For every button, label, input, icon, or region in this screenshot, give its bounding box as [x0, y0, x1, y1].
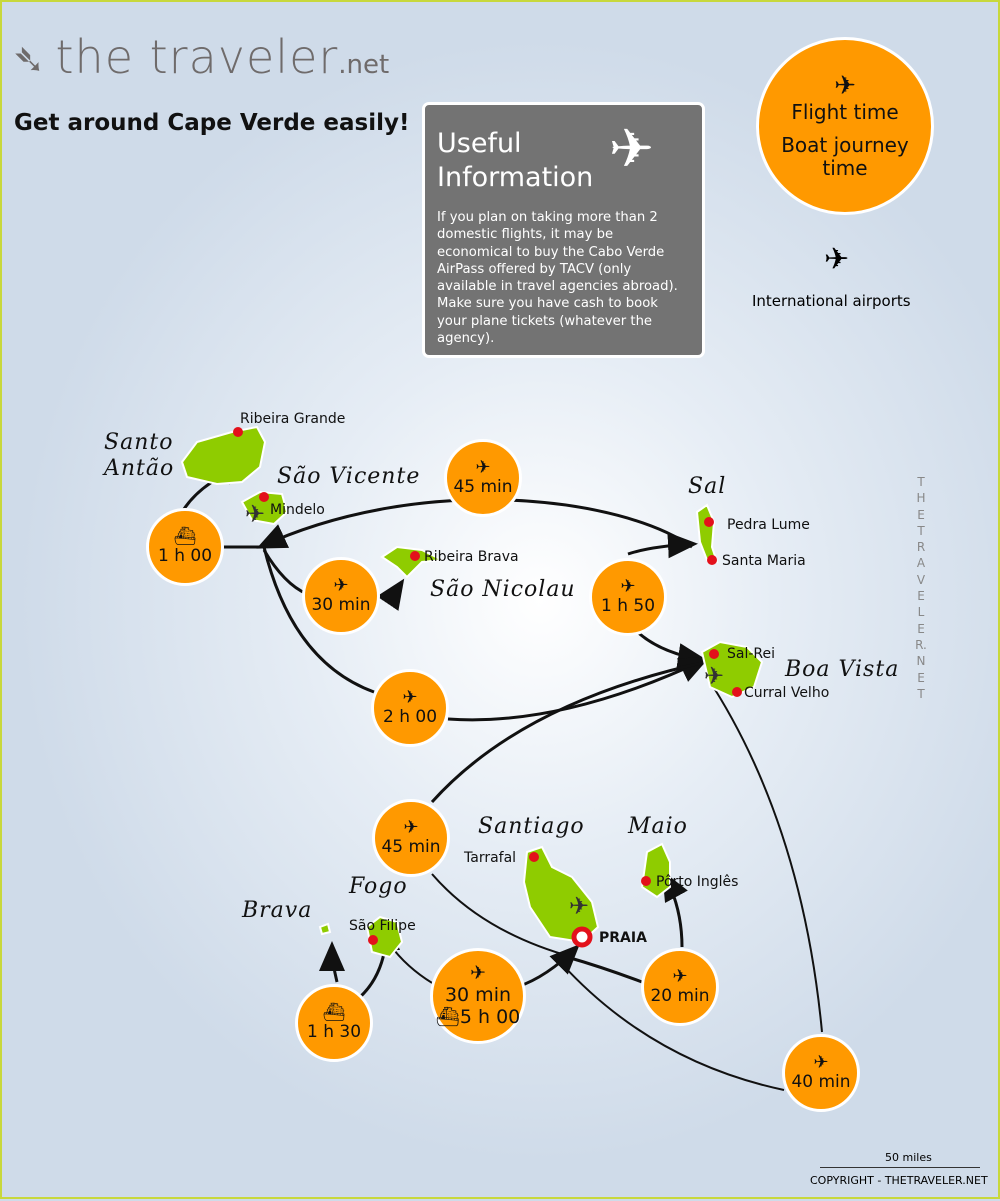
- legend-boat: Boat journey time: [781, 133, 909, 181]
- island-label: Sal: [688, 474, 727, 499]
- route-circle: ✈20 min: [641, 948, 719, 1026]
- plane-icon: ✈: [834, 70, 856, 101]
- info-title: Useful Information: [437, 128, 594, 193]
- islands: [180, 425, 764, 959]
- island-label: Maio: [628, 814, 688, 839]
- route-1h30-brava: [319, 941, 346, 983]
- town-label: Santa Maria: [722, 553, 806, 569]
- town-label: São Filipe: [349, 918, 416, 934]
- island-label: São Vicente: [277, 464, 421, 489]
- town-label: Tarrafal: [464, 850, 517, 866]
- logo-suffix: .net: [338, 50, 390, 80]
- route-40min-boa: [706, 676, 823, 1033]
- town-label: Ribeira Grande: [240, 411, 346, 427]
- route-circle: ✈1 h 50: [589, 558, 667, 636]
- scale-label: 50 miles: [885, 1151, 932, 1164]
- island-label: Santo Antão: [104, 430, 175, 481]
- town-label: Pedra Lume: [727, 517, 810, 533]
- town-label: Curral Velho: [744, 685, 830, 701]
- route-circle: ✈2 h 00: [371, 669, 449, 747]
- route-circle: ✈45 min: [444, 439, 522, 517]
- copyright: COPYRIGHT - THETRAVELER.NET: [810, 1174, 988, 1187]
- boat-icon: ⛴: [322, 1002, 346, 1024]
- plane-icon: ✈: [402, 687, 418, 709]
- island-sao-vicente: [240, 490, 289, 526]
- route-time: 1 h 00: [157, 546, 213, 567]
- logo-pin-icon: ➴: [12, 37, 46, 83]
- route-20min-praia: [566, 955, 643, 984]
- airport-icon: ✈: [569, 892, 590, 920]
- route-circle: ⛴1 h 00: [146, 508, 224, 586]
- route-circle: ✈30 min: [302, 557, 380, 635]
- town-label: Pôrto Inglês: [656, 874, 739, 890]
- route-1h50-sal: [627, 532, 698, 559]
- route-time: 45 min: [381, 837, 441, 858]
- island-label: Santiago: [478, 814, 585, 839]
- plane-icon: ✈: [608, 117, 654, 180]
- plane-icon: ✈: [403, 817, 419, 839]
- boat-icon: ⛴: [173, 526, 197, 548]
- island-label: Fogo: [349, 874, 408, 899]
- page-title: Get around Cape Verde easily!: [14, 110, 410, 136]
- info-box: ✈ Useful Information If you plan on taki…: [422, 102, 705, 358]
- plane-icon: ✈: [620, 576, 636, 598]
- legend-flight: Flight time: [791, 100, 899, 125]
- info-text: If you plan on taking more than 2 domest…: [437, 210, 678, 347]
- route-time: 30 min: [311, 595, 371, 616]
- route-circle: ✈45 min: [372, 799, 450, 877]
- route-time-boat: 5 h 00: [459, 1005, 521, 1028]
- island-label: Boa Vista: [785, 657, 900, 682]
- plane-icon: ✈: [813, 1052, 829, 1074]
- route-40min-praia: [561, 963, 785, 1091]
- route-circle: ⛴1 h 30: [295, 984, 373, 1062]
- route-circle: ✈40 min: [782, 1034, 860, 1112]
- town-label: Ribeira Brava: [424, 549, 519, 565]
- airport-icon: ✈: [245, 500, 266, 528]
- route-45min-boa: [430, 660, 707, 804]
- plane-icon: ✈: [470, 962, 486, 985]
- plane-icon: ✈: [672, 966, 688, 988]
- legend-airports: International airports: [752, 292, 911, 310]
- legend: ✈ Flight time Boat journey time: [756, 37, 934, 215]
- route-time: 40 min: [791, 1072, 851, 1093]
- logo[interactable]: ➴ the traveler .net: [12, 30, 389, 84]
- route-circle: ✈30 min⛴5 h 00: [430, 948, 526, 1044]
- plane-icon: ✈: [475, 457, 491, 479]
- airport-icon: ✈: [704, 662, 725, 690]
- island-sao-nicolau: [380, 545, 446, 579]
- town-label: Sal-Rei: [727, 646, 776, 662]
- logo-text: the traveler: [55, 30, 339, 84]
- island-label: São Nicolau: [430, 577, 576, 602]
- route-2h00: [262, 546, 375, 694]
- route-lines: [180, 459, 823, 1091]
- route-time: 1 h 30: [306, 1022, 362, 1043]
- route-time: 45 min: [453, 477, 513, 498]
- route-30min-praia: [516, 944, 580, 989]
- boat-icon: ⛴: [435, 1005, 460, 1028]
- island-brava: [318, 922, 332, 936]
- island-santo-antao: [180, 425, 267, 486]
- route-time: 20 min: [650, 986, 710, 1007]
- route-time: 30 min: [444, 984, 512, 1007]
- route-time: 2 h 00: [382, 707, 438, 728]
- town-label: Mindelo: [270, 502, 325, 518]
- island-santiago: [522, 845, 600, 944]
- town-dots: [233, 427, 742, 948]
- island-sal: [695, 503, 719, 564]
- town-label-capital: PRAIA: [599, 930, 647, 946]
- scale-bar: [820, 1167, 980, 1168]
- island-label: Brava: [242, 898, 313, 923]
- watermark: THETRAVELER.NET: [915, 475, 927, 701]
- airport-plane-icon: ✈: [824, 242, 850, 277]
- route-time: 1 h 50: [600, 596, 656, 617]
- plane-icon: ✈: [333, 575, 349, 597]
- island-fogo: [365, 915, 404, 959]
